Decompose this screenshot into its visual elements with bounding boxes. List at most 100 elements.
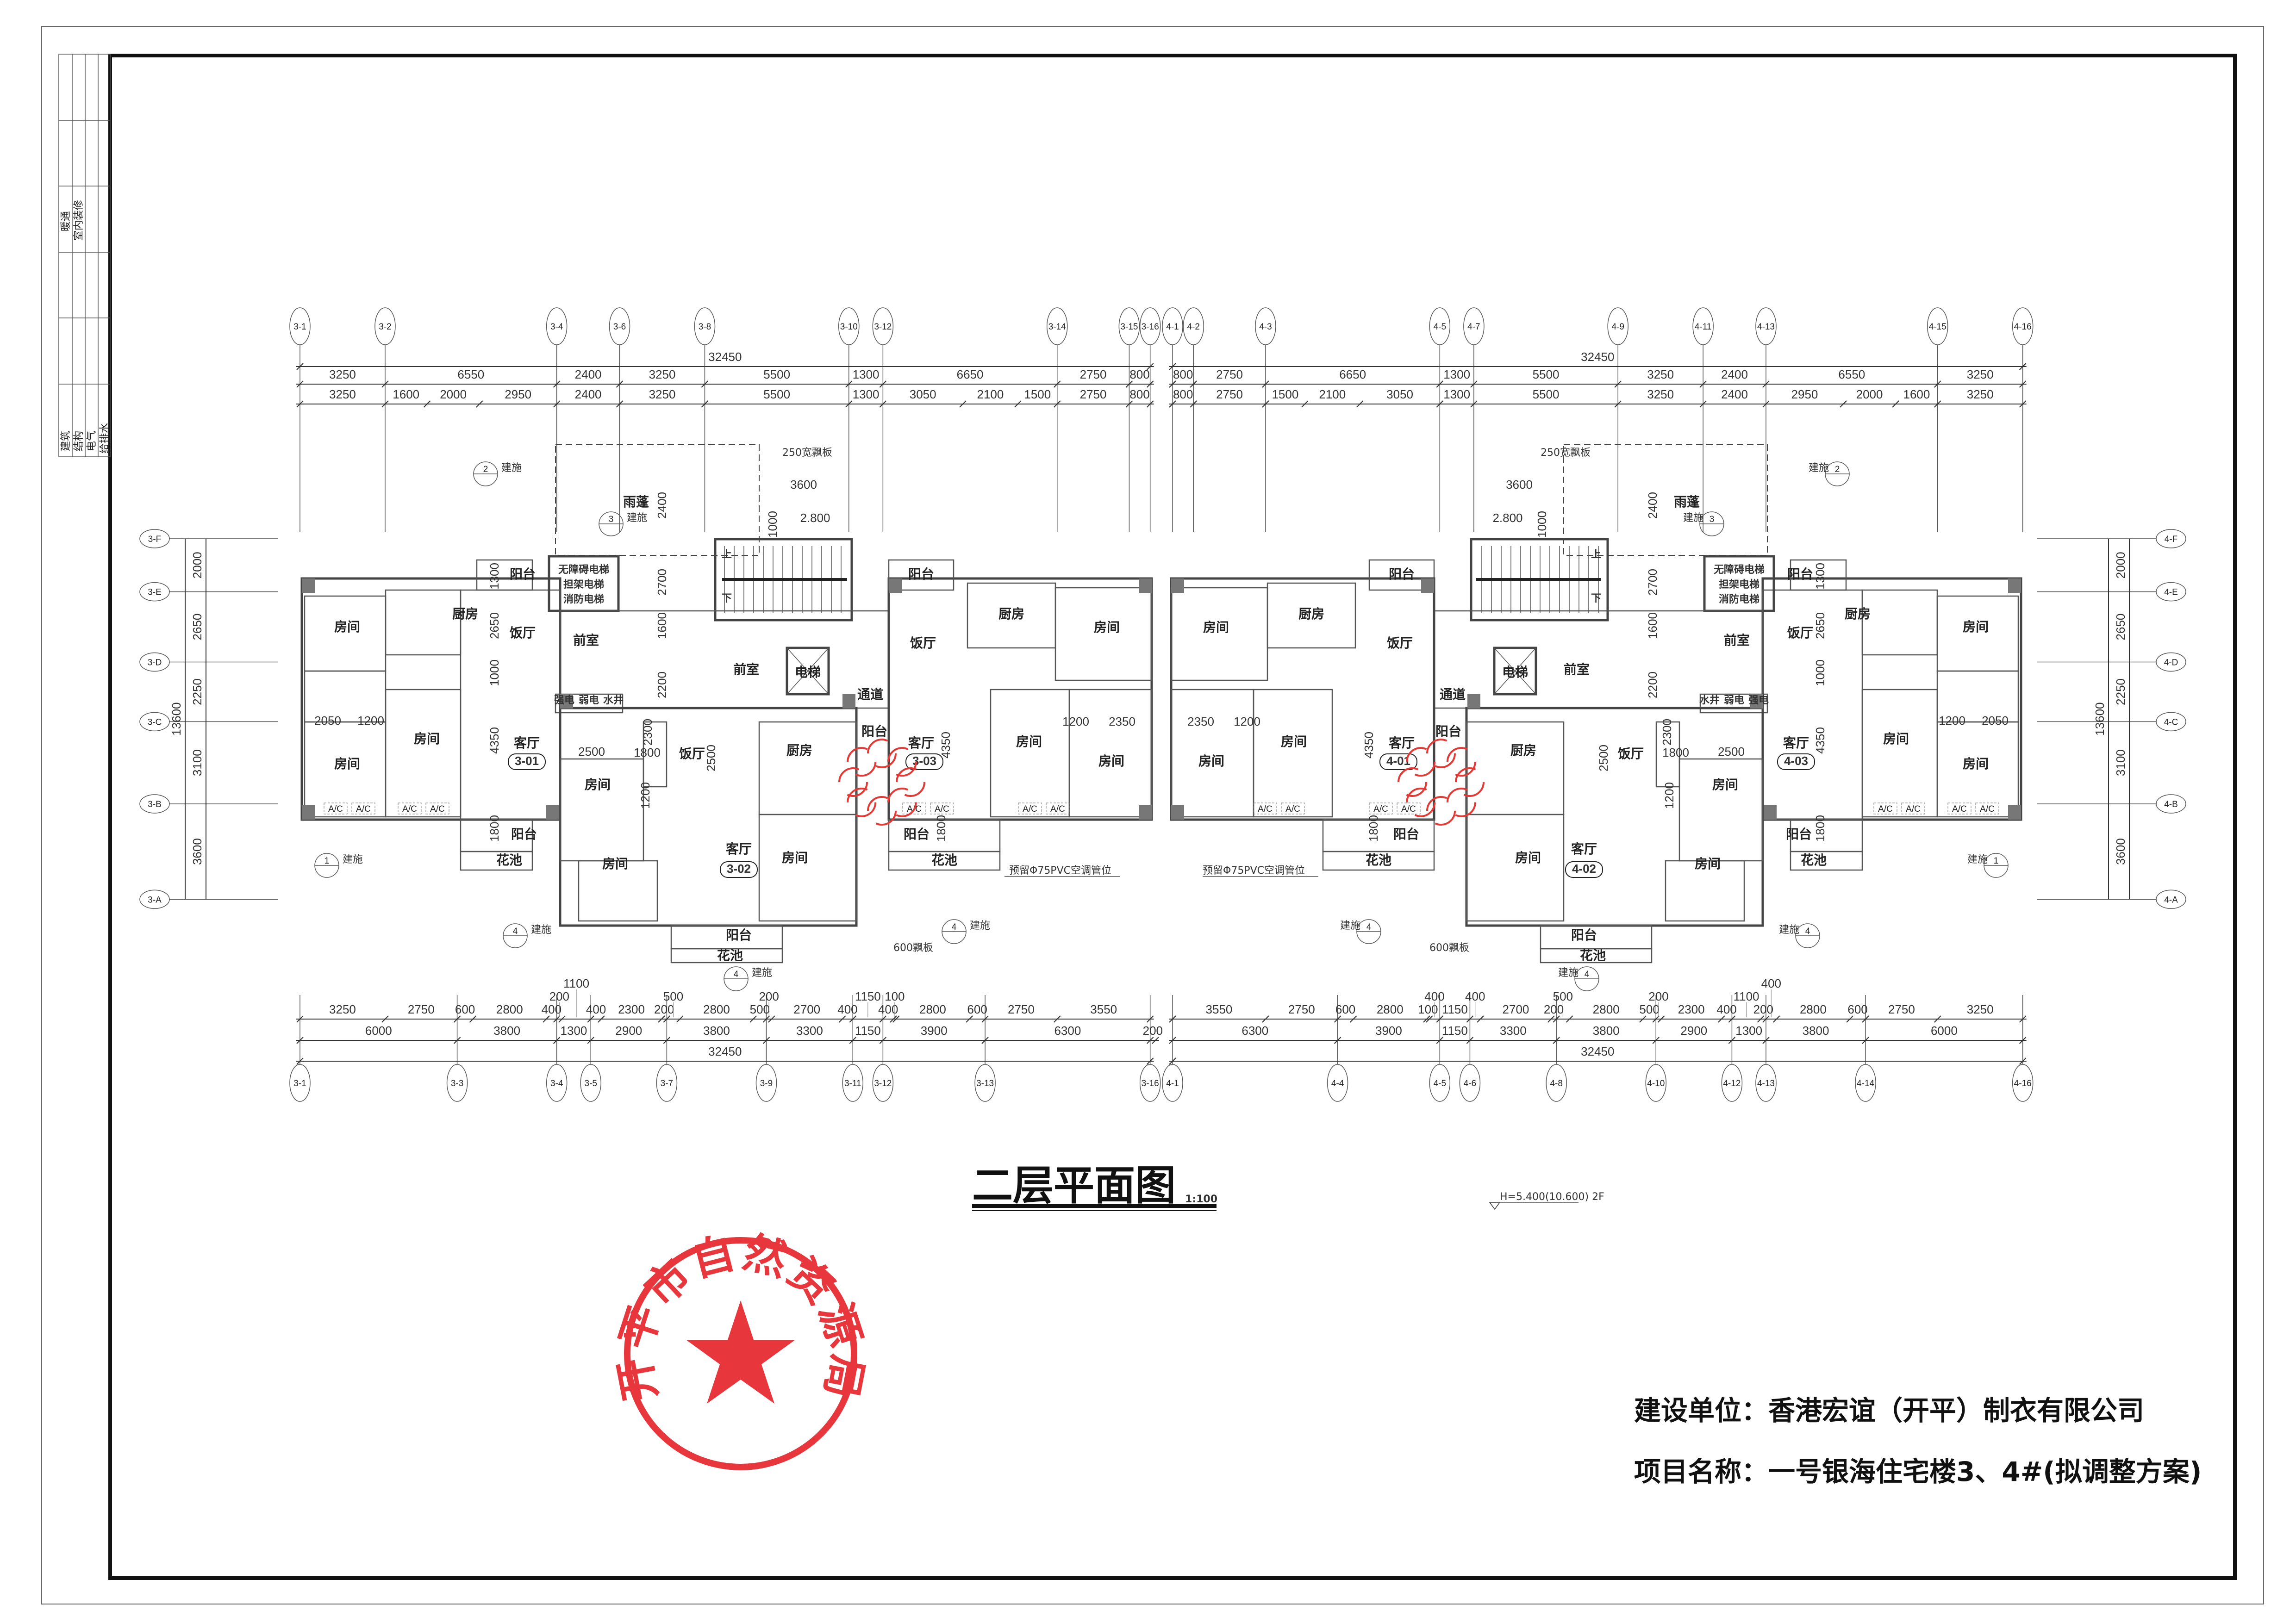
dim-axis-tick <box>553 380 561 388</box>
dim-detail-value: 400 <box>586 1002 606 1016</box>
unit-tag: 3-01 <box>515 754 539 768</box>
dim-detail-tick <box>1436 400 1444 408</box>
axis-4-16-label: 4-16 <box>2014 1079 2032 1088</box>
dim-axis-tick <box>1466 1037 1474 1044</box>
dim-detail-tick <box>890 1015 897 1023</box>
ac-unit-box <box>351 802 375 815</box>
axis-3-E-label: 3-E <box>148 588 162 597</box>
axis-4-3-label: 4-3 <box>1259 322 1272 332</box>
dim-detail-value: 100 <box>1418 1002 1438 1016</box>
dim-detail-tick <box>676 1015 684 1023</box>
dim-detail-tick <box>616 400 624 408</box>
dim-detail-value: 2700 <box>1503 1002 1529 1016</box>
room-label: 饭厅 <box>1387 635 1413 651</box>
ac-label: A/C <box>356 804 371 814</box>
ac-unit-box <box>930 802 954 815</box>
dim-detail-value: 1300 <box>1443 387 1470 401</box>
axis-3-1-label: 3-1 <box>293 322 306 332</box>
axis-3-4-bubble <box>546 1064 568 1102</box>
dim-detail-value: 800 <box>1129 387 1149 401</box>
axis-3-9-label: 3-9 <box>760 1079 773 1088</box>
detail-callout-ref: 建施 <box>1809 462 1829 474</box>
room-label: 客厅 <box>726 841 752 857</box>
room-label: 客厅 <box>1571 841 1597 857</box>
axis-3-3-bubble <box>446 1064 468 1102</box>
axis-3-13-label: 3-13 <box>976 1079 994 1088</box>
dim-detail-tick <box>1356 400 1364 408</box>
room-label: 饭厅 <box>510 625 536 640</box>
dim-detail-tick <box>1054 1015 1061 1023</box>
interior-dim: 2650 <box>487 612 501 639</box>
dim-detail-value: 3550 <box>1206 1002 1233 1016</box>
ac-unit-box <box>398 802 422 815</box>
room-outline <box>385 589 462 656</box>
dim-detail-tick <box>838 1015 846 1023</box>
room-label: 房间 <box>1094 620 1120 635</box>
column <box>2008 805 2021 820</box>
dim-axis-tick <box>296 1037 304 1044</box>
dim-detail-value: 3250 <box>1967 387 1994 401</box>
dim-detail-value: 2700 <box>793 1002 820 1016</box>
ac-label: A/C <box>1401 804 1416 814</box>
interior-dim: 4350 <box>1813 727 1827 754</box>
official-seal: 开平市自然资源局 <box>609 1227 870 1470</box>
dim-side-total: 13600 <box>169 702 183 735</box>
interior-dim: 1300 <box>1813 563 1827 590</box>
interior-dim: 1600 <box>1646 612 1660 639</box>
dim-axis-tick <box>296 380 304 388</box>
axis-3-13-bubble <box>974 1064 996 1102</box>
dim-detail-value: 2100 <box>977 387 1004 401</box>
dim-side-total: 13600 <box>2093 702 2107 735</box>
dim-detail-value: 2800 <box>1800 1002 1827 1016</box>
dim-detail-tick <box>1169 400 1176 408</box>
room-outline <box>555 444 760 556</box>
room-outline <box>1170 689 1254 818</box>
dim-detail-tick <box>1862 1015 1869 1023</box>
title-block-structure: 结构 <box>73 431 85 451</box>
detail-callout-ref: 建施 <box>531 924 551 936</box>
room-label: 花池 <box>1801 852 1827 868</box>
axis-3-15-label: 3-15 <box>1120 322 1138 332</box>
dim-detail-value: 2800 <box>919 1002 946 1016</box>
dim-detail-value: 600 <box>455 1002 475 1016</box>
axis-3-1-bubble <box>289 307 311 345</box>
column <box>1421 578 1434 593</box>
dim-detail-value: 1150 <box>1442 1002 1468 1016</box>
room-outline <box>1433 610 1764 709</box>
axis-3-D-bubble <box>139 652 170 672</box>
interior-dim: 2500 <box>704 745 718 771</box>
axis-3-B-bubble <box>139 794 170 814</box>
room-outline <box>1790 559 1847 591</box>
dim-detail-tick <box>1846 1015 1853 1023</box>
dim-detail-tick <box>1470 400 1478 408</box>
axis-3-4-bubble <box>546 307 568 345</box>
axis-4-A-label: 4-A <box>2164 895 2178 905</box>
dim-detail-value: 200 <box>1648 989 1668 1003</box>
dim-detail-tick <box>1699 400 1707 408</box>
room-label: 房间 <box>334 619 360 634</box>
axis-3-F-bubble <box>139 529 170 548</box>
axis-3-1-label: 3-1 <box>293 1079 306 1088</box>
revision-cloud <box>847 787 877 817</box>
dim-detail-value: 500 <box>750 1002 770 1016</box>
overhang-note: 250宽飘板 <box>1541 447 1591 459</box>
axis-4-F-bubble <box>2156 529 2186 548</box>
room-label: 前室 <box>733 662 759 677</box>
dim-axis-value: 3300 <box>1500 1024 1527 1038</box>
dim-detail-tick <box>1349 1015 1357 1023</box>
interior-dim: 1000 <box>1813 659 1827 686</box>
room-outline <box>758 814 857 922</box>
dim-detail-tick <box>1301 400 1309 408</box>
overhang-note: 250宽飘板 <box>782 447 832 459</box>
dim-detail-tick <box>1436 1015 1444 1023</box>
axis-3-C-bubble <box>139 712 170 732</box>
detail-callout-ref: 建施 <box>501 462 522 474</box>
axis-4-14-label: 4-14 <box>1857 1079 1874 1088</box>
dim-detail-value: 2800 <box>496 1002 523 1016</box>
dim-detail-tick <box>1262 1015 1269 1023</box>
room-label: 厨房 <box>1510 743 1536 758</box>
wall <box>559 707 858 927</box>
dim-total-value: 32450 <box>1581 350 1614 364</box>
dim-detail-value: 200 <box>759 989 779 1003</box>
